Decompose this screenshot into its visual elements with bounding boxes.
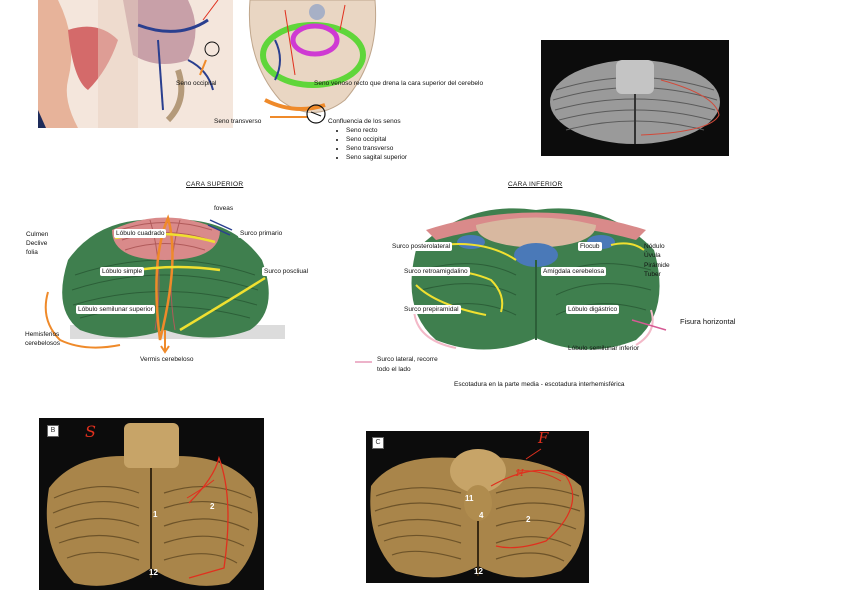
list-item: Seno sagital superior [346, 153, 407, 162]
pink-line-legend [354, 358, 374, 366]
label-vermis-cerebeloso: Vermis cerebeloso [140, 356, 194, 363]
handwritten-f: F [538, 431, 549, 447]
label-seno-transverso: Seno transverso [214, 118, 262, 125]
heading-cara-superior: CARA SUPERIOR [186, 181, 244, 188]
label-lobulo-semilunar-superior: Lóbulo semilunar superior [76, 305, 155, 314]
photo-b-num-1: 1 [153, 510, 158, 519]
list-item: Seno transverso [346, 144, 407, 153]
label-surco-retroamigdalino: Surco retroamigdalino [402, 267, 470, 276]
label-amigdala-cerebelosa: Amígdala cerebelosa [541, 267, 607, 276]
photo-c-num-11: 11 [465, 494, 474, 503]
photo-c-num-2: 2 [526, 515, 531, 524]
photo-b-num-2: 2 [210, 502, 215, 511]
photo-c-letter: C [372, 437, 384, 449]
confluence-circle-icon [305, 103, 327, 125]
label-lobulo-cuadrado: Lóbulo cuadrado [114, 229, 167, 238]
cerebellum-photo-c: C F H 11 4 2 12 [366, 431, 589, 583]
label-confluencia: Confluencia de los senos [328, 118, 401, 125]
label-tuber: Tuber [644, 271, 661, 278]
label-seno-occipital: Seno occipital [176, 80, 217, 87]
label-hemisferios: Hemisferios [25, 331, 60, 338]
cerebellum-photo-bw [541, 40, 729, 156]
photo-b-letter: B [47, 425, 59, 437]
photo-c-num-12: 12 [474, 567, 483, 576]
label-foveas: foveas [214, 205, 234, 212]
handwritten-h: H [516, 469, 524, 479]
label-surco-lateral-2: todo el lado [377, 366, 411, 373]
label-escotadura: Escotadura en la parte media - escotadur… [454, 381, 625, 388]
label-lobulo-digastrico: Lóbulo digástrico [566, 305, 620, 314]
pink-line-fisura [630, 318, 670, 332]
label-nodulo: Nódulo [644, 243, 665, 250]
label-fisura-horizontal: Fisura horizontal [680, 317, 736, 326]
label-piramide: Pirámide [644, 262, 670, 269]
label-surco-lateral-1: Surco lateral, recorre [377, 356, 438, 363]
heading-cara-inferior: CARA INFERIOR [508, 181, 563, 188]
label-surco-posterolateral: Surco posterolateral [390, 242, 453, 251]
label-declive: Declive [26, 240, 48, 247]
label-cerebelosos: cerebelosos [25, 340, 61, 347]
label-lobulo-semilunar-inferior: Lóbulo semilunar inferior [568, 345, 640, 352]
label-uvula: Úvula [644, 252, 661, 259]
photo-c-num-4: 4 [479, 511, 484, 520]
cerebellum-inferior-illustration [396, 200, 676, 360]
cerebellum-photo-b: B S 1 2 12 [39, 418, 264, 590]
skull-base-illustration [245, 0, 380, 120]
label-surco-poscliual: Surco poscliual [262, 267, 311, 276]
list-item: Seno recto [346, 126, 407, 135]
handwritten-s: S [85, 422, 96, 441]
confluencia-list: Seno recto Seno occipital Seno transvers… [336, 126, 407, 162]
label-seno-recto: Seno venoso recto que drena la cara supe… [314, 80, 484, 87]
photo-b-num-12: 12 [149, 568, 158, 577]
label-culmen: Culmen [26, 231, 49, 238]
orange-hemisferios-curve [40, 290, 130, 360]
label-folia: folia [26, 249, 38, 256]
sagittal-head-illustration [38, 0, 233, 128]
label-lobulo-simple: Lóbulo simple [100, 267, 145, 276]
orange-arrow-transverso [268, 112, 318, 122]
label-surco-primario: Surco primario [238, 229, 285, 238]
list-item: Seno occipital [346, 135, 407, 144]
label-flocub: Flocub [578, 242, 602, 251]
label-surco-prepiramidal: Surco prepiramidal [402, 305, 461, 314]
